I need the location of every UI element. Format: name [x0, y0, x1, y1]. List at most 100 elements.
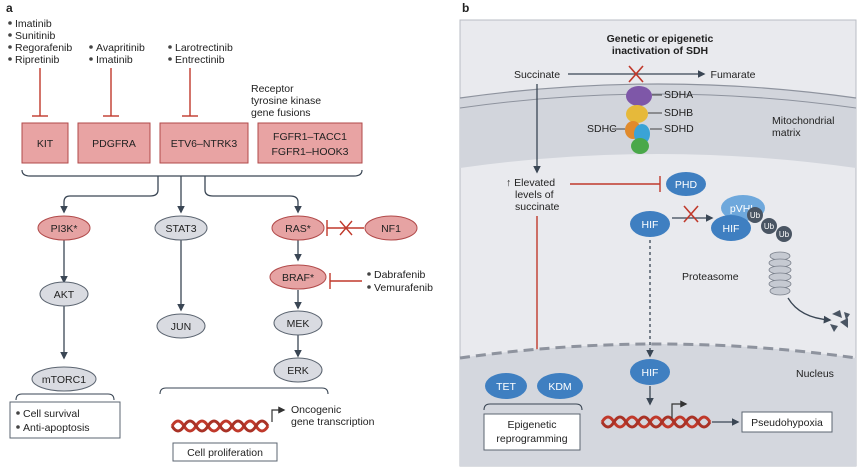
- cell-survival-label: Cell survival: [23, 408, 80, 420]
- sdhb-label: SDHB: [664, 107, 693, 119]
- etv6-ntrk3-label: ETV6–NTRK3: [171, 138, 238, 150]
- phd-inhibition: [570, 176, 661, 192]
- nucleus-label: Nucleus: [796, 368, 834, 380]
- nf1-label: NF1: [381, 223, 401, 235]
- fgfr1-hook3-label: FGFR1–HOOK3: [271, 146, 348, 158]
- sdhd-label: SDHD: [664, 123, 694, 135]
- phd-node: [666, 172, 706, 196]
- ras-node: [271, 215, 325, 241]
- epigenetic-label: Epigenetic: [507, 419, 556, 431]
- sdhc-label: SDHC: [587, 123, 617, 135]
- pdgfra-label: PDGFRA: [92, 138, 136, 150]
- transcription-arrow-a: [271, 406, 286, 422]
- ub-bead-3: [776, 226, 792, 242]
- drug-label: Imatinib: [15, 18, 52, 30]
- drug-label: Entrectinib: [175, 54, 225, 66]
- hif-node-nucleus: [630, 359, 670, 385]
- hif-label-nucleus: HIF: [642, 367, 659, 379]
- receptor-note: Receptor tyrosine kinase gene fusions: [251, 83, 324, 119]
- left-bracket: [15, 393, 115, 401]
- drug-group-ntrk: Larotrectinib Entrectinib: [168, 42, 233, 66]
- mek-label: MEK: [287, 318, 310, 330]
- panel-b-letter: b: [462, 1, 469, 15]
- pseudohypoxia-box: [741, 411, 833, 433]
- hif-label-ub: HIF: [723, 223, 740, 235]
- erk-node: [273, 357, 323, 383]
- blocked-cross: [628, 65, 644, 83]
- mito-label-2: matrix: [772, 127, 801, 139]
- kdm-label: KDM: [548, 381, 571, 393]
- degradation-arrow: [787, 297, 832, 324]
- drug-label: Sunitinib: [15, 30, 55, 42]
- pi3k-node: [37, 215, 91, 241]
- kit-box: [21, 122, 69, 164]
- right-bracket: [159, 387, 329, 395]
- nf1-node: [364, 215, 418, 241]
- drug-label: Larotrectinib: [175, 42, 233, 54]
- sdh-complex: [625, 86, 652, 154]
- akt-node: [39, 281, 89, 307]
- drug-group-pdgfra: Avapritinib Imatinib: [89, 42, 145, 66]
- oncogenic-label: Oncogenic: [291, 404, 341, 416]
- succinate-label: Succinate: [514, 69, 560, 81]
- braf-drug-vemurafenib: Vemurafenib: [374, 282, 433, 294]
- phd-label: PHD: [675, 179, 698, 191]
- drug-label: Ripretinib: [15, 54, 60, 66]
- branch-arrows: [60, 176, 302, 360]
- elevated-succinate-label: ↑ Elevated levels of succinate: [506, 177, 560, 213]
- ras-label: RAS*: [285, 223, 311, 235]
- pseudohypoxia-label: Pseudohypoxia: [751, 417, 823, 429]
- receptor-bracket: [21, 169, 363, 177]
- hydroxylation-blocked-cross: [683, 205, 699, 223]
- reprogramming-label: reprogramming: [496, 433, 567, 445]
- stat3-node: [154, 215, 208, 241]
- mito-membrane: [460, 84, 856, 168]
- proteasome-label: Proteasome: [682, 271, 739, 283]
- mtorc1-label: mTORC1: [42, 374, 86, 386]
- nf1-inhibition: [326, 220, 364, 236]
- tet-label: TET: [496, 381, 516, 393]
- panel-a-letter: a: [6, 1, 13, 15]
- sdh-title-2: inactivation of SDH: [612, 45, 708, 57]
- nuclear-envelope: [459, 342, 857, 360]
- sdh-title-1: Genetic or epigenetic: [607, 33, 714, 45]
- transcription-arrow-b: [671, 400, 688, 418]
- cell-survival-box: [9, 401, 121, 439]
- anti-apoptosis-label: Anti-apoptosis: [23, 422, 90, 434]
- akt-label: AKT: [54, 289, 75, 301]
- kit-label: KIT: [37, 138, 54, 150]
- ub-bead-1: [747, 207, 763, 223]
- drug-label: Imatinib: [96, 54, 133, 66]
- drug-label: Avapritinib: [96, 42, 145, 54]
- ub-label-3: Ub: [779, 230, 790, 239]
- cell-proliferation-box: [172, 442, 278, 462]
- ub-bead-2: [761, 218, 777, 234]
- degraded-fragments-icon: [830, 310, 850, 332]
- cell-proliferation-label: Cell proliferation: [187, 447, 263, 459]
- stat3-label: STAT3: [165, 223, 196, 235]
- epigenetic-bracket: [483, 403, 583, 411]
- dna-helix-a: [170, 419, 270, 433]
- fgfr1-fusion-box: [257, 122, 363, 164]
- gene-transcription-label: gene transcription: [291, 416, 375, 428]
- ub-label-2: Ub: [764, 222, 775, 231]
- pi3k-label: PI3K*: [51, 223, 78, 235]
- hif-node-cytoplasm: [630, 211, 670, 237]
- fgfr1-tacc1-label: FGFR1–TACC1: [273, 131, 347, 143]
- erk-label: ERK: [287, 365, 309, 377]
- mito-label-1: Mitochondrial: [772, 115, 834, 127]
- proteasome-icon: [768, 251, 792, 296]
- mtorc1-node: [31, 366, 97, 392]
- epigenetic-box: [483, 413, 581, 451]
- hif-node-ub: [711, 215, 751, 241]
- drug-label: Regorafenib: [15, 42, 72, 54]
- braf-node: [269, 264, 327, 290]
- braf-inhibition: [329, 273, 362, 289]
- jun-node: [156, 313, 206, 339]
- etv6-ntrk3-box: [159, 122, 249, 164]
- braf-drug-dabrafenib: Dabrafenib: [374, 269, 426, 281]
- mek-node: [273, 310, 323, 336]
- ub-label-1: Ub: [750, 211, 761, 220]
